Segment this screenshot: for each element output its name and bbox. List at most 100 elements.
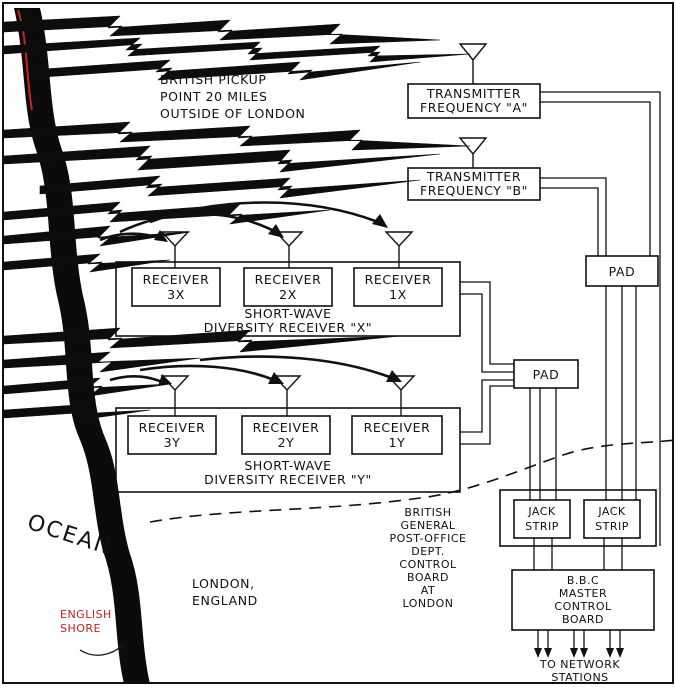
bbc-line2: MASTER xyxy=(559,587,607,600)
pad-lower-label: PAD xyxy=(533,367,560,382)
receiver-3x-label: RECEIVER xyxy=(143,272,210,287)
receiver-3y-label: RECEIVER xyxy=(139,420,206,435)
london-line2: ENGLAND xyxy=(192,593,258,608)
pickup-line3: OUTSIDE OF LONDON xyxy=(160,106,305,121)
gpo-line6: BOARD xyxy=(407,571,449,584)
antenna-icon xyxy=(458,137,488,168)
beam-bolt xyxy=(3,351,201,373)
receiver-3x-id: 3X xyxy=(167,287,185,302)
gpo-line7: AT xyxy=(421,584,435,597)
receiver-2x-box xyxy=(243,267,333,307)
transmitter-b-line2: FREQUENCY "B" xyxy=(420,183,528,198)
shore-line1: ENGLISH xyxy=(60,608,112,621)
beam-bolt xyxy=(3,201,331,225)
transmitter-b-line1: TRANSMITTER xyxy=(426,169,521,184)
antennas xyxy=(160,43,488,408)
receiver-2y-id: 2Y xyxy=(278,435,295,450)
arrowhead xyxy=(372,214,388,228)
antenna-icon xyxy=(386,375,416,408)
arc-arrow xyxy=(109,375,163,384)
antenna-icon xyxy=(458,43,488,84)
diversity-x-line2: DIVERSITY RECEIVER "X" xyxy=(204,320,373,335)
signal-arrows xyxy=(99,201,402,386)
receiver-3x-box xyxy=(131,267,221,307)
pickup-line2: POINT 20 MILES xyxy=(160,89,268,104)
network-line1: TO NETWORK xyxy=(539,658,620,671)
diversity-y-line1: SHORT-WAVE xyxy=(244,458,331,473)
beam-bolt xyxy=(3,121,471,151)
transmitter-a-line1: TRANSMITTER xyxy=(426,86,521,101)
beam-bolt xyxy=(3,37,471,63)
beam-bolt xyxy=(3,403,151,421)
diversity-x-line1: SHORT-WAVE xyxy=(244,306,331,321)
receiver-1x-box xyxy=(353,267,443,307)
beam-bolt xyxy=(3,225,191,247)
ocean-boundary-dashed xyxy=(149,439,676,523)
arc-arrow xyxy=(199,355,393,380)
jack-strip-left-line1: JACK xyxy=(527,505,556,518)
connection-wires xyxy=(174,91,661,570)
jack-strip-right-line1: JACK xyxy=(597,505,626,518)
jack-strip-left-box xyxy=(513,499,571,539)
radio-beams xyxy=(3,15,471,421)
gpo-line2: GENERAL xyxy=(400,519,455,532)
receiver-1x-id: 1X xyxy=(389,287,407,302)
receiver-3y-id: 3Y xyxy=(164,435,181,450)
bbc-line3: CONTROL xyxy=(554,600,612,613)
shore-pointer-arrow xyxy=(79,645,123,656)
bbc-line1: B.B.C xyxy=(567,574,599,587)
receiver-2x-label: RECEIVER xyxy=(255,272,322,287)
gpo-line8: LONDON xyxy=(403,597,454,610)
shore-line2: SHORE xyxy=(60,622,101,635)
receiver-1y-box xyxy=(351,415,443,455)
bbc-line4: BOARD xyxy=(562,613,604,626)
beam-bolt xyxy=(3,15,441,45)
beam-bolt xyxy=(29,59,421,81)
network-arrows xyxy=(534,630,624,658)
beam-bolt xyxy=(3,253,171,273)
pad-upper-label: PAD xyxy=(609,264,636,279)
gpo-line3: POST-OFFICE xyxy=(390,532,467,545)
diversity-y-line2: DIVERSITY RECEIVER "Y" xyxy=(204,472,372,487)
jack-strip-right-line2: STRIP xyxy=(595,520,629,533)
pickup-line1: BRITISH PICKUP xyxy=(160,72,266,87)
receiver-1x-label: RECEIVER xyxy=(365,272,432,287)
receiver-2y-label: RECEIVER xyxy=(253,420,320,435)
transmitter-a-box xyxy=(407,83,541,119)
arrowhead xyxy=(268,224,284,238)
diversity-receiver-y-box xyxy=(115,407,461,493)
network-line2: STATIONS xyxy=(551,671,608,684)
receiver-1y-id: 1Y xyxy=(389,435,406,450)
antenna-icon xyxy=(160,375,190,408)
english-shore xyxy=(14,8,150,684)
antenna-icon xyxy=(272,375,302,408)
antenna-icon xyxy=(160,231,190,262)
beam-bolt xyxy=(39,175,421,199)
receiver-3y-box xyxy=(127,415,217,455)
arc-arrow xyxy=(119,212,277,234)
arrowhead xyxy=(154,230,168,242)
arc-arrow xyxy=(149,201,379,224)
gpo-line1: BRITISH xyxy=(404,506,451,519)
pad-lower-box xyxy=(513,359,579,389)
beam-bolt xyxy=(3,327,401,353)
arc-arrow xyxy=(139,364,275,382)
diversity-receiver-x-box xyxy=(115,261,461,337)
transmitter-b-box xyxy=(407,167,541,201)
shore-pointer-arrowhead xyxy=(118,642,126,652)
gpo-line5: CONTROL xyxy=(399,558,457,571)
jack-strip-panel xyxy=(499,489,657,547)
transmitter-a-line2: FREQUENCY "A" xyxy=(420,100,528,115)
antenna-icon xyxy=(384,231,414,262)
receiver-1y-label: RECEIVER xyxy=(364,420,431,435)
bbc-master-board-box xyxy=(511,569,655,631)
arc-arrow xyxy=(99,232,161,242)
beam-bolt xyxy=(3,145,441,173)
antenna-icon xyxy=(274,231,304,262)
receiver-2y-box xyxy=(241,415,331,455)
receiver-2x-id: 2X xyxy=(279,287,297,302)
london-line1: LONDON, xyxy=(192,576,255,591)
